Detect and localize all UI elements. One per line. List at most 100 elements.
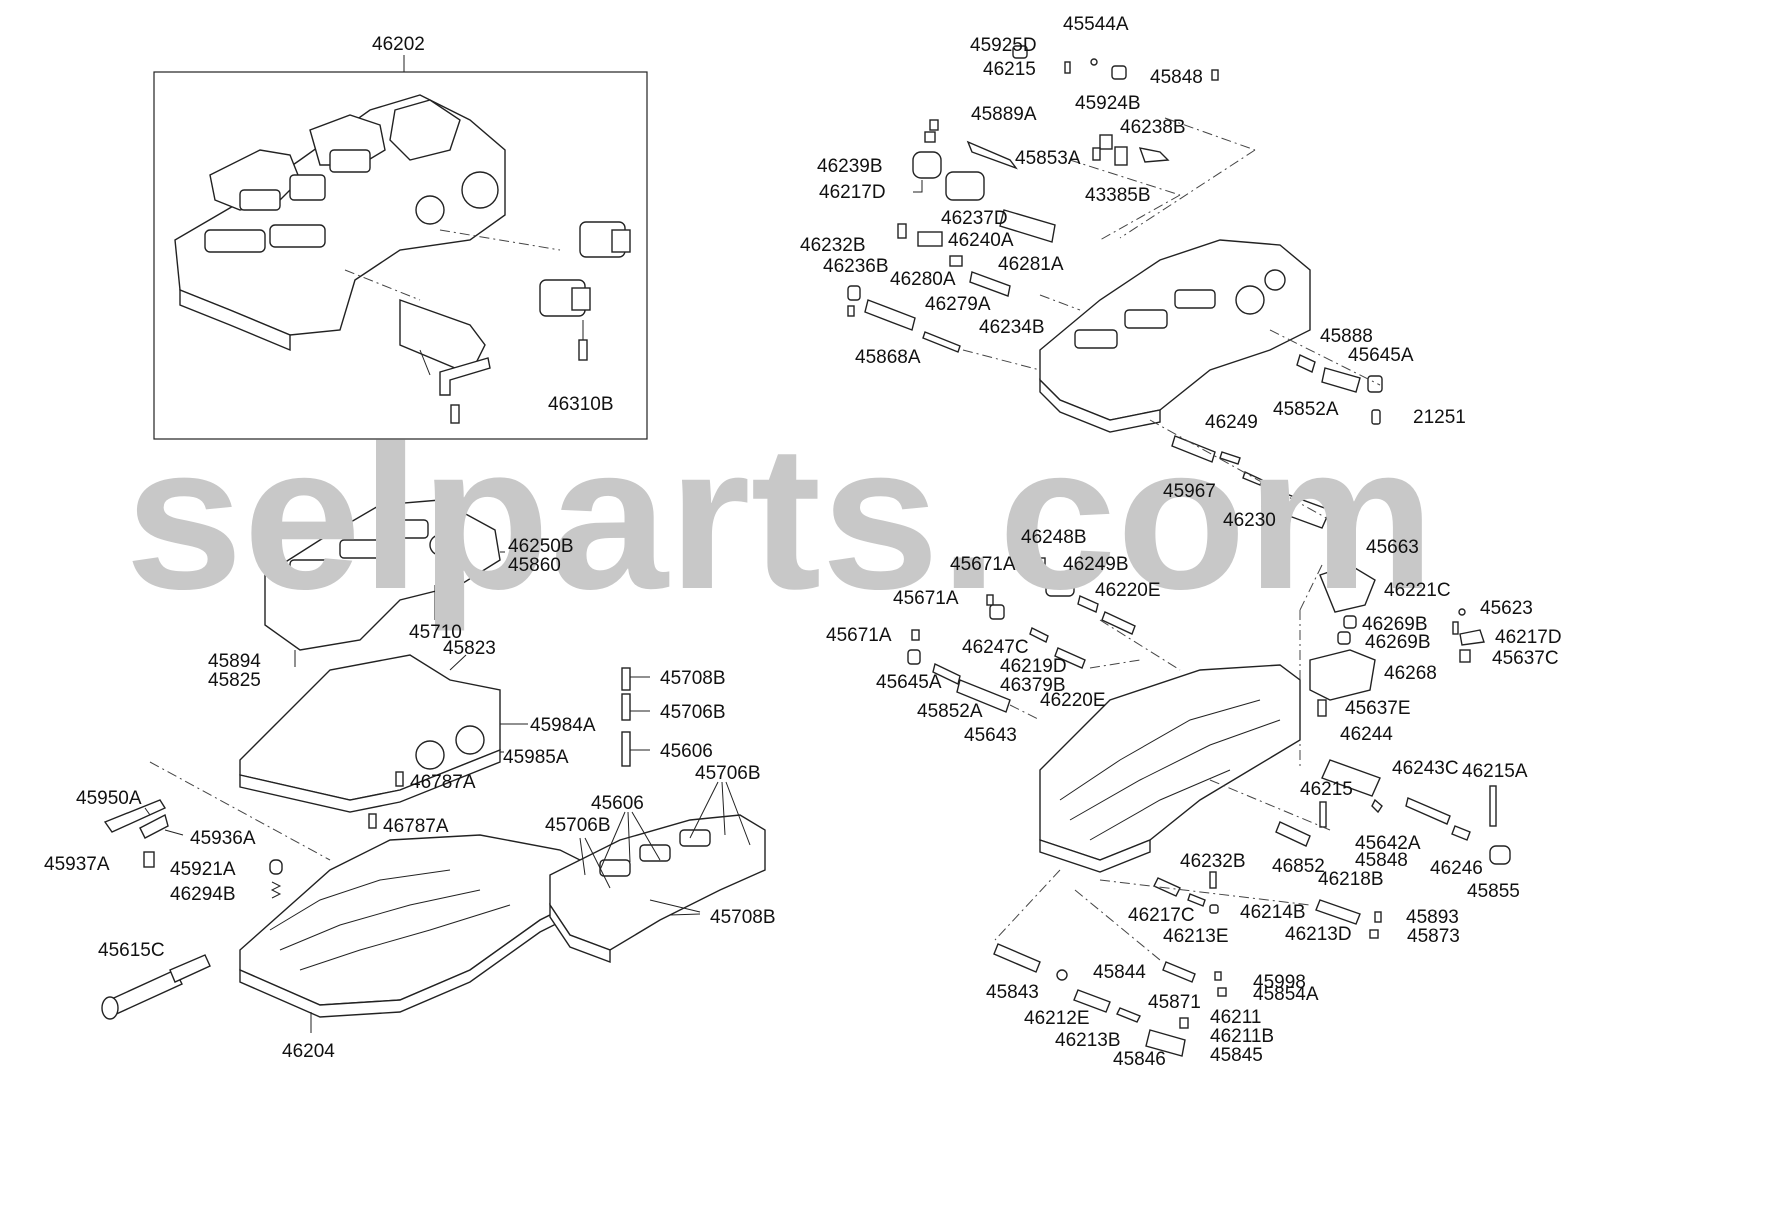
callout-45860: 45860 <box>508 555 561 576</box>
callout-45873: 45873 <box>1407 926 1460 947</box>
callout-46248b: 46248B <box>1021 527 1087 548</box>
bolt-set <box>621 667 650 767</box>
watermark-text: selparts.com <box>125 403 1435 632</box>
upper-valve-body-group <box>264 499 505 667</box>
callout-45671a-1: 45671A <box>950 554 1016 575</box>
callout-46213e: 46213E <box>1163 926 1229 947</box>
callout-45706b-2: 45706B <box>695 763 761 784</box>
callout-45998: 45998 <box>1253 972 1306 993</box>
callout-45606-2: 45606 <box>591 793 644 814</box>
callout-46213b: 46213B <box>1055 1030 1121 1051</box>
callout-43385b: 43385B <box>1085 185 1151 206</box>
callout-45671a-2: 45671A <box>893 588 959 609</box>
callout-46294b: 46294B <box>170 884 236 905</box>
callout-46211b: 46211B <box>1210 1026 1274 1047</box>
callout-45936a: 45936A <box>190 828 256 849</box>
detent-spring-group <box>103 799 184 868</box>
callout-46249: 46249 <box>1205 412 1258 433</box>
callout-46220e-1: 46220E <box>1095 580 1161 601</box>
callout-45642a: 45642A <box>1355 833 1421 854</box>
callout-45843: 45843 <box>986 982 1039 1003</box>
callout-46787a-1: 46787A <box>410 772 476 793</box>
callout-45937a: 45937A <box>44 854 110 875</box>
callout-45645a-1: 45645A <box>1348 345 1414 366</box>
callout-46310b: 46310B <box>548 394 614 415</box>
lower-valve-body-46204 <box>239 834 581 1033</box>
callout-45854a: 45854A <box>1253 984 1319 1005</box>
bolt-46310b <box>578 339 588 361</box>
callout-46279a: 46279A <box>925 294 991 315</box>
callout-45967: 45967 <box>1163 481 1216 502</box>
callout-46379b: 46379B <box>1000 675 1066 696</box>
callout-45889a: 45889A <box>971 104 1037 125</box>
lower-valve-body-right <box>1039 664 1301 873</box>
callout-21251: 21251 <box>1413 407 1466 428</box>
callout-45925d: 45925D <box>970 35 1037 56</box>
upper-valve-body-right <box>1039 239 1311 433</box>
callout-46247c: 46247C <box>962 637 1029 658</box>
valve-body-with-bolts <box>549 781 766 964</box>
callout-46281a: 46281A <box>998 254 1064 275</box>
callout-46249b: 46249B <box>1063 554 1129 575</box>
bottom-valve-parts <box>993 869 1382 1057</box>
bracket-parts <box>1299 564 1485 770</box>
callout-45544a: 45544A <box>1063 14 1129 35</box>
callout-45663: 45663 <box>1366 537 1419 558</box>
callout-46269b-1: 46269B <box>1362 614 1428 635</box>
solenoid-valve-2 <box>539 279 591 317</box>
callout-46214b: 46214B <box>1240 902 1306 923</box>
callout-45846: 45846 <box>1113 1049 1166 1070</box>
callout-46230: 46230 <box>1223 510 1276 531</box>
callout-45671a-3: 45671A <box>826 625 892 646</box>
callout-45848-1: 45848 <box>1150 67 1203 88</box>
separator-plate-group <box>239 654 528 829</box>
callout-46237d: 46237D <box>941 208 1008 229</box>
callout-45893: 45893 <box>1406 907 1459 928</box>
callout-46202: 46202 <box>372 34 425 55</box>
callout-46218b: 46218B <box>1318 869 1384 890</box>
callout-46268: 46268 <box>1384 663 1437 684</box>
callout-46852: 46852 <box>1272 856 1325 877</box>
callout-45852a-2: 45852A <box>917 701 983 722</box>
callout-45606-1: 45606 <box>660 741 713 762</box>
callout-45855: 45855 <box>1467 881 1520 902</box>
callout-46220e-2: 46220E <box>1040 690 1106 711</box>
callout-45637e: 45637E <box>1345 698 1411 719</box>
callout-46213d: 46213D <box>1285 924 1352 945</box>
callout-45894: 45894 <box>208 651 261 672</box>
manual-valve <box>101 954 211 1020</box>
callout-46787a-2: 46787A <box>383 816 449 837</box>
callout-46240a: 46240A <box>948 230 1014 251</box>
callout-45871: 45871 <box>1148 992 1201 1013</box>
callout-46232b-2: 46232B <box>1180 851 1246 872</box>
callout-46215-2: 46215 <box>1300 779 1353 800</box>
callout-45848-2: 45848 <box>1355 850 1408 871</box>
callout-46217c: 46217C <box>1128 905 1195 926</box>
callout-46246: 46246 <box>1430 858 1483 879</box>
valve-body-assembly-group <box>153 55 648 440</box>
callout-45845: 45845 <box>1210 1045 1263 1066</box>
callout-45921a: 45921A <box>170 859 236 880</box>
callout-45637c: 45637C <box>1492 648 1559 669</box>
callout-46215-1: 46215 <box>983 59 1036 80</box>
callout-46211: 46211 <box>1210 1007 1261 1028</box>
callout-45888: 45888 <box>1320 326 1373 347</box>
callout-45868a: 45868A <box>855 347 921 368</box>
callout-46244: 46244 <box>1340 724 1393 745</box>
callout-45852a-1: 45852A <box>1273 399 1339 420</box>
callout-45706b-3: 45706B <box>545 815 611 836</box>
lower-right-valve-parts <box>1209 759 1511 865</box>
callout-45643: 45643 <box>964 725 1017 746</box>
right-side-valves <box>1269 329 1383 425</box>
valve-body-assembly <box>174 94 506 352</box>
callout-46221c: 46221C <box>1384 580 1451 601</box>
callout-45825: 45825 <box>208 670 261 691</box>
callout-45924b: 45924B <box>1075 93 1141 114</box>
callout-46204: 46204 <box>282 1041 335 1062</box>
callout-46232b-1: 46232B <box>800 235 866 256</box>
callout-46234b: 46234B <box>979 317 1045 338</box>
callout-45710: 45710 <box>409 622 462 643</box>
mid-valve-parts <box>907 557 1181 721</box>
callout-45706b-1: 45706B <box>660 702 726 723</box>
